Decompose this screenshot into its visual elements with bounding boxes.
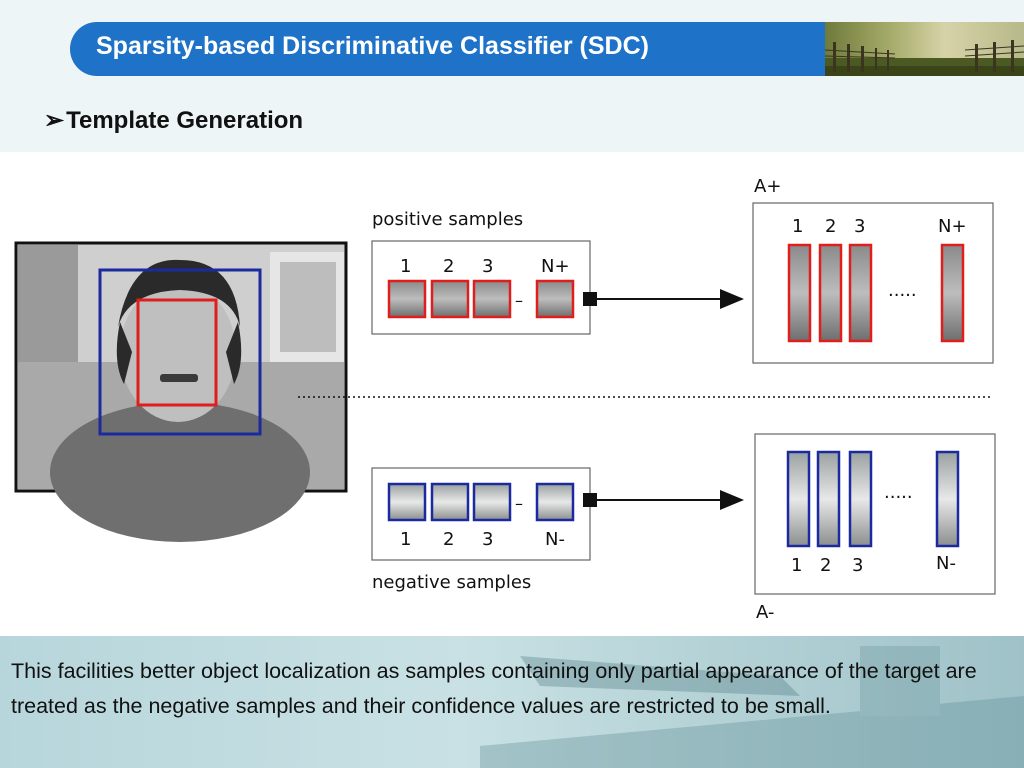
positive-matrix-label: A+ [754,176,781,197]
positive-ellipsis: – [515,291,523,310]
negative-matrix-number: N- [936,553,956,574]
title-bar: Sparsity-based Discriminative Classifier… [70,22,825,76]
negative-template-columns [786,450,960,548]
positive-matrix-dots: ..... [888,280,917,301]
negative-sample-number: 1 [400,529,411,550]
positive-sample-patches [387,279,575,319]
positive-sample-number: N+ [541,256,570,277]
negative-matrix-number: 3 [852,555,863,576]
negative-matrix-number: 2 [820,555,831,576]
positive-sample-number: 3 [482,256,493,277]
section-heading: ➢Template Generation [44,106,303,135]
negative-ellipsis: – [515,494,523,513]
footer-text: This facilities better object localizati… [11,659,977,718]
negative-sample-patches [387,482,575,522]
negative-matrix-label: A- [756,602,774,623]
footer-band: This facilities better object localizati… [0,636,1024,768]
negative-sample-number: 2 [443,529,454,550]
positive-matrix-number: N+ [938,216,967,237]
negative-matrix-dots: ..... [884,482,913,503]
title-photo [825,22,1024,76]
positive-matrix-number: 1 [792,216,803,237]
negative-sample-number: N- [545,529,565,550]
negative-samples-caption: negative samples [372,572,531,593]
positive-sample-number: 1 [400,256,411,277]
tracking-frame-photo [14,241,348,542]
positive-sample-number: 2 [443,256,454,277]
bullet-arrow-icon: ➢ [44,107,65,134]
positive-samples-caption: positive samples [372,209,523,230]
positive-matrix-number: 2 [825,216,836,237]
positive-matrix-number: 3 [854,216,865,237]
negative-matrix-number: 1 [791,555,802,576]
template-generation-diagram: positive samples 1 2 3 N+ – A+ 1 2 3 N+ [0,152,1024,636]
negative-sample-number: 3 [482,529,493,550]
slide-title: Sparsity-based Discriminative Classifier… [96,32,649,60]
positive-template-columns [787,243,965,343]
section-heading-text: Template Generation [66,107,304,134]
